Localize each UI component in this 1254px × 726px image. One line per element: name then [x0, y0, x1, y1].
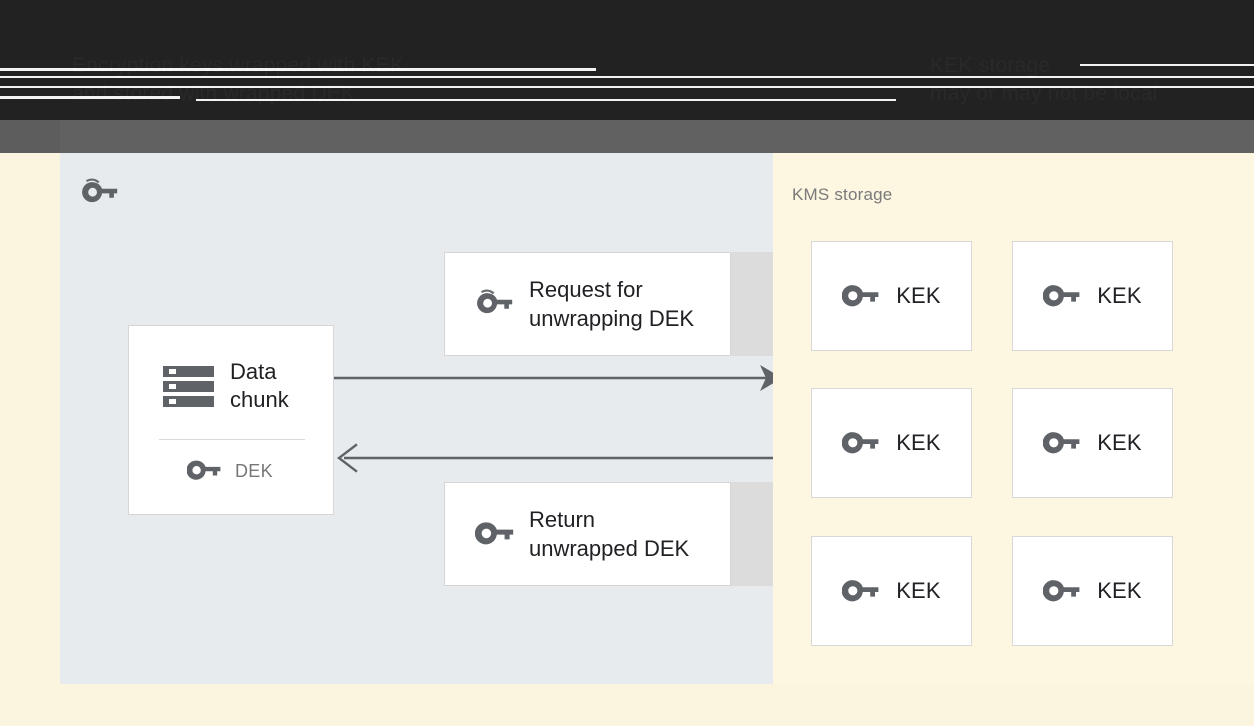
message-card-label: Return unwrapped DEK: [529, 507, 690, 561]
data-chunk-card[interactable]: Data chunk DEK: [128, 325, 334, 515]
kek-box[interactable]: KEK: [1012, 388, 1173, 498]
message-card-shadow: [730, 482, 773, 586]
key-icon: [1043, 284, 1081, 309]
kek-label: KEK: [1097, 283, 1142, 308]
header-artifact-line: [1080, 64, 1254, 66]
panel-title-kms-storage: KMS storage: [792, 185, 893, 204]
kek-label: KEK: [1097, 578, 1142, 603]
header-grey-band: [0, 120, 1254, 153]
data-chunk-heading: Data chunk: [161, 358, 289, 414]
header-caption-right: KEK storage may or may not be local: [930, 54, 1158, 105]
key-icon: [187, 460, 221, 482]
header-artifact-line: [0, 86, 1254, 88]
header-artifact-line: [0, 96, 180, 99]
header-artifact-line: [196, 99, 896, 101]
kek-label: KEK: [896, 283, 941, 308]
data-chunk-dek-row: DEK: [187, 460, 273, 482]
data-chunk-label: Data chunk: [230, 359, 289, 412]
kek-label: KEK: [1097, 430, 1142, 455]
kek-box[interactable]: KEK: [1012, 536, 1173, 646]
kek-box[interactable]: KEK: [811, 241, 972, 351]
kek-label: KEK: [896, 578, 941, 603]
key-icon: [842, 431, 880, 456]
card-divider: [159, 439, 305, 440]
kek-grid: KEK KEK KEK KEK: [811, 241, 1173, 646]
key-icon: [475, 521, 515, 547]
top-header-bar: Encryption keys wrapped with KEK and sto…: [0, 0, 1254, 120]
header-artifact-line: [0, 68, 596, 71]
kek-box[interactable]: KEK: [1012, 241, 1173, 351]
kek-label: KEK: [896, 430, 941, 455]
header-artifact-line: [0, 76, 1254, 78]
message-card-return-unwrapped[interactable]: Return unwrapped DEK: [444, 482, 731, 586]
key-icon: [1043, 579, 1081, 604]
message-card-request-unwrap[interactable]: Request for unwrapping DEK: [444, 252, 731, 356]
key-icon: [1043, 431, 1081, 456]
key-icon: [842, 579, 880, 604]
key-icon: [842, 284, 880, 309]
message-card-content: Return unwrapped DEK: [475, 505, 689, 563]
message-card-shadow: [730, 252, 773, 356]
key-icon: [475, 289, 515, 319]
message-card-label: Request for unwrapping DEK: [529, 277, 695, 331]
header-grey-band-notch: [0, 120, 60, 153]
message-card-content: Request for unwrapping DEK: [475, 275, 694, 333]
kek-box[interactable]: KEK: [811, 388, 972, 498]
kek-box[interactable]: KEK: [811, 536, 972, 646]
dek-label: DEK: [235, 460, 273, 481]
key-icon: [80, 178, 120, 208]
storage-icon: [161, 364, 216, 409]
